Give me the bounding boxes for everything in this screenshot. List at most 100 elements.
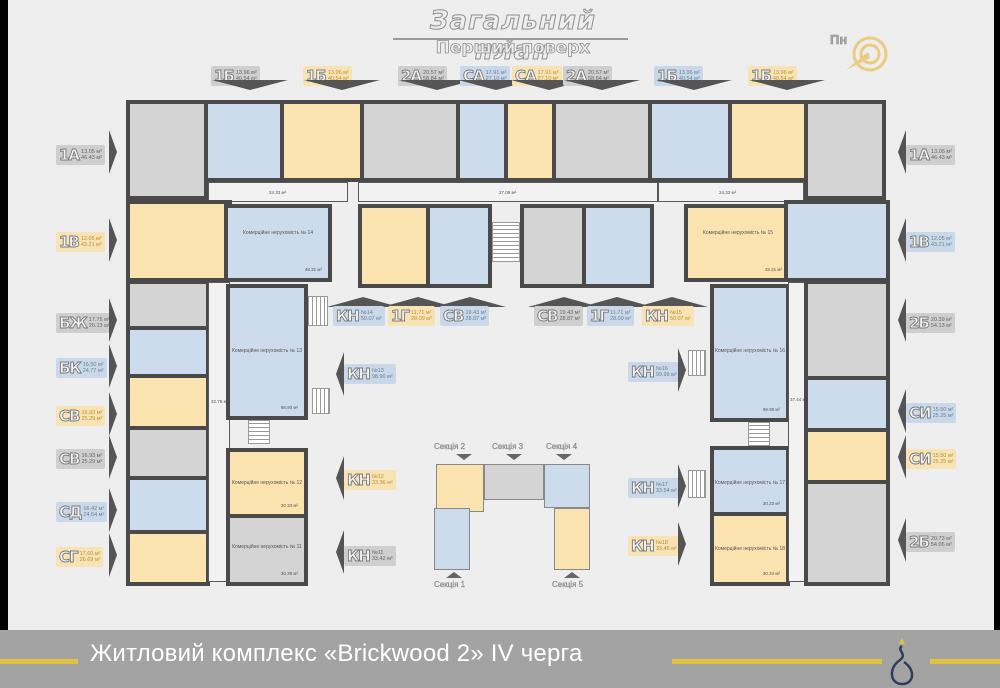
- apartment-2b-bottom[interactable]: [804, 480, 890, 586]
- apartment-1b-3[interactable]: [648, 100, 732, 182]
- apartment-2a-2[interactable]: [552, 100, 652, 182]
- apartment-1a-right[interactable]: [804, 100, 886, 200]
- apartment-bk[interactable]: [126, 326, 210, 378]
- section-3-block[interactable]: [484, 464, 544, 500]
- apartment-ca-1[interactable]: [456, 100, 508, 182]
- arrow-left-icon: [898, 435, 906, 479]
- section-label[interactable]: Секція 4: [546, 442, 578, 451]
- arrow-right-icon: [109, 392, 117, 436]
- corridor-left-wing: 32.78 м²: [208, 282, 230, 582]
- apartment-ca-2[interactable]: [504, 100, 556, 182]
- corridor-area: 24.33 м²: [269, 190, 287, 195]
- apartment-2b-top[interactable]: [804, 280, 890, 380]
- apt-number: №17: [655, 482, 668, 488]
- arrow-right-icon: [109, 435, 117, 479]
- apt-living-area: 16.50 м²: [82, 362, 104, 368]
- apt-number: №14: [360, 310, 373, 316]
- apartment-bzh[interactable]: [126, 280, 210, 330]
- apartment-1v-left[interactable]: [126, 200, 232, 282]
- arrow-left-icon: [336, 530, 344, 574]
- apartment-sg[interactable]: [126, 530, 210, 586]
- commercial-area: 30.33 м²: [762, 501, 780, 506]
- section-5-block[interactable]: [554, 508, 590, 570]
- apartment-1b-4[interactable]: [728, 100, 808, 182]
- apartment-sv-left[interactable]: [426, 204, 492, 288]
- section-1-block[interactable]: [434, 508, 470, 570]
- apartment-1g-left[interactable]: [358, 204, 430, 288]
- apt-code: СИ: [909, 450, 932, 469]
- arrow-left-icon: [898, 298, 906, 342]
- arrow-right-icon: [109, 298, 117, 342]
- apt-code: СВ: [443, 307, 465, 326]
- section-label[interactable]: Секція 1: [434, 580, 466, 589]
- apartment-1g-right[interactable]: [582, 204, 654, 288]
- apartment-sd[interactable]: [126, 476, 210, 534]
- section-label[interactable]: Секція 3: [492, 442, 524, 451]
- stairs: [688, 350, 706, 376]
- apartment-2a-1[interactable]: [360, 100, 460, 182]
- apt-total-area: 50.07 м²: [669, 316, 691, 322]
- apt-code: СВ: [537, 307, 559, 326]
- arrow-up-icon: [564, 572, 580, 578]
- apartment-si-1[interactable]: [804, 376, 890, 432]
- apartment-1b-1[interactable]: [204, 100, 284, 182]
- section-label[interactable]: Секція 5: [552, 580, 584, 589]
- apt-living-area: 16.93 м²: [81, 453, 103, 459]
- stairs: [688, 470, 706, 498]
- apartment-1a-left[interactable]: [126, 100, 208, 200]
- commercial-name: Комерційне нерухомість № 14: [242, 230, 314, 236]
- apt-code: КН: [347, 547, 372, 566]
- apartment-si-2[interactable]: [804, 428, 890, 484]
- apartment-sv-l1[interactable]: [126, 374, 210, 430]
- arrow-left-icon: [898, 218, 906, 262]
- apartment-1b-2[interactable]: [280, 100, 364, 182]
- apt-total-area: 40.54 м²: [327, 76, 349, 82]
- apartment-sv-right[interactable]: [520, 204, 586, 288]
- apt-code: 1А: [909, 146, 931, 165]
- section-4-block[interactable]: [544, 464, 590, 508]
- section-2-block[interactable]: [436, 464, 484, 512]
- apt-total-area: 25.29 м²: [81, 416, 103, 422]
- apt-total-area: 58.84 м²: [588, 76, 609, 82]
- apt-total-area: 40.54 м²: [772, 76, 794, 82]
- apartment-sv-l2[interactable]: [126, 426, 210, 480]
- section-label[interactable]: Секція 2: [434, 442, 466, 451]
- apartment-1v-right[interactable]: [784, 200, 890, 282]
- apt-code: КН: [631, 363, 656, 382]
